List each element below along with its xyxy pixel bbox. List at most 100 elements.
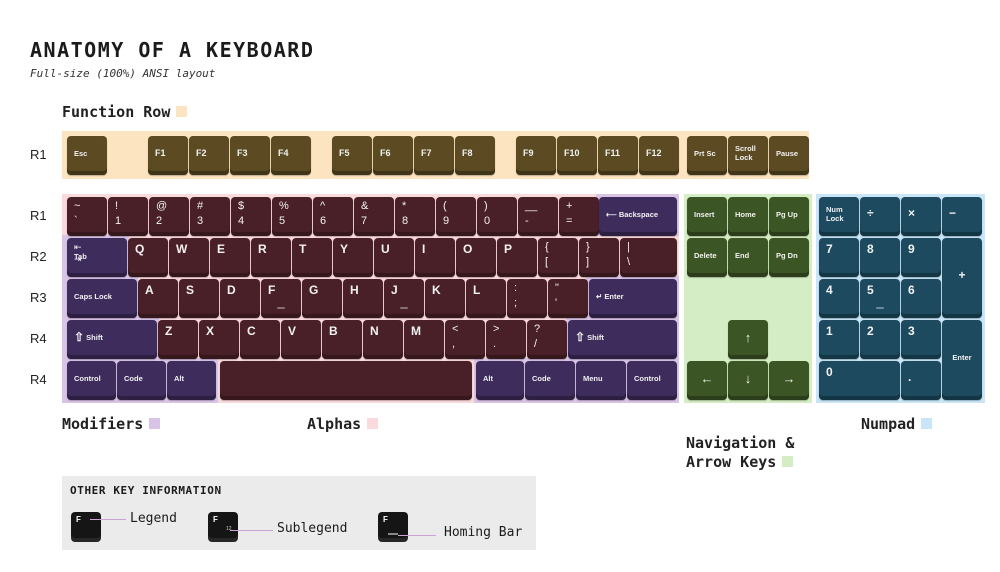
key-s[interactable]: S [179, 279, 219, 318]
key-f[interactable]: F [261, 279, 301, 318]
key-f7[interactable]: F7 [414, 136, 454, 175]
key-numpad-plus[interactable]: + [942, 238, 982, 318]
key-numpad-8[interactable]: 8 [860, 238, 900, 277]
key-4[interactable]: $4 [231, 197, 271, 236]
key-q[interactable]: Q [128, 238, 168, 277]
key-esc[interactable]: Esc [67, 136, 107, 175]
key-7[interactable]: &7 [354, 197, 394, 236]
key-numpad-4[interactable]: 4 [819, 279, 859, 318]
key-numpad-6[interactable]: 6 [901, 279, 941, 318]
key-y[interactable]: Y [333, 238, 373, 277]
key-period[interactable]: >. [486, 320, 526, 359]
key-f2[interactable]: F2 [189, 136, 229, 175]
key-scroll-lock[interactable]: Scroll Lock [728, 136, 768, 175]
key-f5[interactable]: F5 [332, 136, 372, 175]
key-quote[interactable]: "' [548, 279, 588, 318]
key-pause[interactable]: Pause [769, 136, 809, 175]
key-a[interactable]: A [138, 279, 178, 318]
key-page-up[interactable]: Pg Up [769, 197, 809, 236]
key-numpad-0[interactable]: 0 [819, 361, 900, 400]
key-numpad-divide[interactable]: ÷ [860, 197, 900, 236]
key-b[interactable]: B [322, 320, 362, 359]
key-v[interactable]: V [281, 320, 321, 359]
key-right-control[interactable]: Control [627, 361, 677, 400]
key-f9[interactable]: F9 [516, 136, 556, 175]
key-comma[interactable]: <, [445, 320, 485, 359]
key-f4[interactable]: F4 [271, 136, 311, 175]
key-left-alt[interactable]: Alt [167, 361, 216, 400]
key-equals[interactable]: += [559, 197, 599, 236]
key-left-arrow[interactable]: ← [687, 361, 727, 400]
key-semicolon[interactable]: :; [507, 279, 547, 318]
key-f12[interactable]: F12 [639, 136, 679, 175]
key-numpad-multiply[interactable]: × [901, 197, 941, 236]
key-0[interactable]: )0 [477, 197, 517, 236]
key-z[interactable]: Z [158, 320, 198, 359]
key-insert[interactable]: Insert [687, 197, 727, 236]
key-r[interactable]: R [251, 238, 291, 277]
key-8[interactable]: *8 [395, 197, 435, 236]
key-numpad-3[interactable]: 3 [901, 320, 941, 359]
key-numpad-9[interactable]: 9 [901, 238, 941, 277]
key-backspace[interactable]: ⟵ Backspace [599, 197, 677, 236]
key-left-control[interactable]: Control [67, 361, 116, 400]
key-m[interactable]: M [404, 320, 444, 359]
key-down-arrow[interactable]: ↓ [728, 361, 768, 400]
key-right-arrow[interactable]: → [769, 361, 809, 400]
key-numpad-1[interactable]: 1 [819, 320, 859, 359]
key-right-shift[interactable]: ⇧ Shift [568, 320, 677, 359]
key-l[interactable]: L [466, 279, 506, 318]
key-home[interactable]: Home [728, 197, 768, 236]
key-e[interactable]: E [210, 238, 250, 277]
key-page-down[interactable]: Pg Dn [769, 238, 809, 277]
key-numpad-decimal[interactable]: . [901, 361, 941, 400]
key-f6[interactable]: F6 [373, 136, 413, 175]
key-o[interactable]: O [456, 238, 496, 277]
key-slash[interactable]: ?/ [527, 320, 567, 359]
key-u[interactable]: U [374, 238, 414, 277]
key-tab[interactable]: ⇤⇥Tab [67, 238, 127, 277]
key-d[interactable]: D [220, 279, 260, 318]
key-f1[interactable]: F1 [148, 136, 188, 175]
key-f10[interactable]: F10 [557, 136, 597, 175]
key-left-bracket[interactable]: {[ [538, 238, 578, 277]
key-spacebar[interactable] [220, 361, 472, 400]
key-f8[interactable]: F8 [455, 136, 495, 175]
key-backslash[interactable]: |\ [620, 238, 677, 277]
key-prtsc[interactable]: Prt Sc [687, 136, 727, 175]
key-5[interactable]: %5 [272, 197, 312, 236]
key-h[interactable]: H [343, 279, 383, 318]
key-numpad-5[interactable]: 5 [860, 279, 900, 318]
key-numpad-minus[interactable]: − [942, 197, 982, 236]
key-delete[interactable]: Delete [687, 238, 727, 277]
key-numpad-2[interactable]: 2 [860, 320, 900, 359]
key-9[interactable]: (9 [436, 197, 476, 236]
key-f11[interactable]: F11 [598, 136, 638, 175]
key-caps-lock[interactable]: Caps Lock [67, 279, 137, 318]
key-w[interactable]: W [169, 238, 209, 277]
key-up-arrow[interactable]: ↑ [728, 320, 768, 359]
key-enter[interactable]: ↵ Enter [589, 279, 677, 318]
key-6[interactable]: ^6 [313, 197, 353, 236]
key-f3[interactable]: F3 [230, 136, 270, 175]
key-g[interactable]: G [302, 279, 342, 318]
key-right-code[interactable]: Code [525, 361, 575, 400]
key-3[interactable]: #3 [190, 197, 230, 236]
key-2[interactable]: @2 [149, 197, 189, 236]
key-menu[interactable]: Menu [576, 361, 626, 400]
key-t[interactable]: T [292, 238, 332, 277]
key-c[interactable]: C [240, 320, 280, 359]
key-j[interactable]: J [384, 279, 424, 318]
key-left-shift[interactable]: ⇧ Shift [67, 320, 157, 359]
key-numpad-enter[interactable]: Enter [942, 320, 982, 400]
key-right-bracket[interactable]: }] [579, 238, 619, 277]
key-tilde[interactable]: ~` [67, 197, 107, 236]
key-i[interactable]: I [415, 238, 455, 277]
key-left-code[interactable]: Code [117, 361, 166, 400]
key-minus[interactable]: __- [518, 197, 558, 236]
key-num-lock[interactable]: Num Lock [819, 197, 859, 236]
key-right-alt[interactable]: Alt [476, 361, 524, 400]
key-n[interactable]: N [363, 320, 403, 359]
key-numpad-7[interactable]: 7 [819, 238, 859, 277]
key-1[interactable]: !1 [108, 197, 148, 236]
